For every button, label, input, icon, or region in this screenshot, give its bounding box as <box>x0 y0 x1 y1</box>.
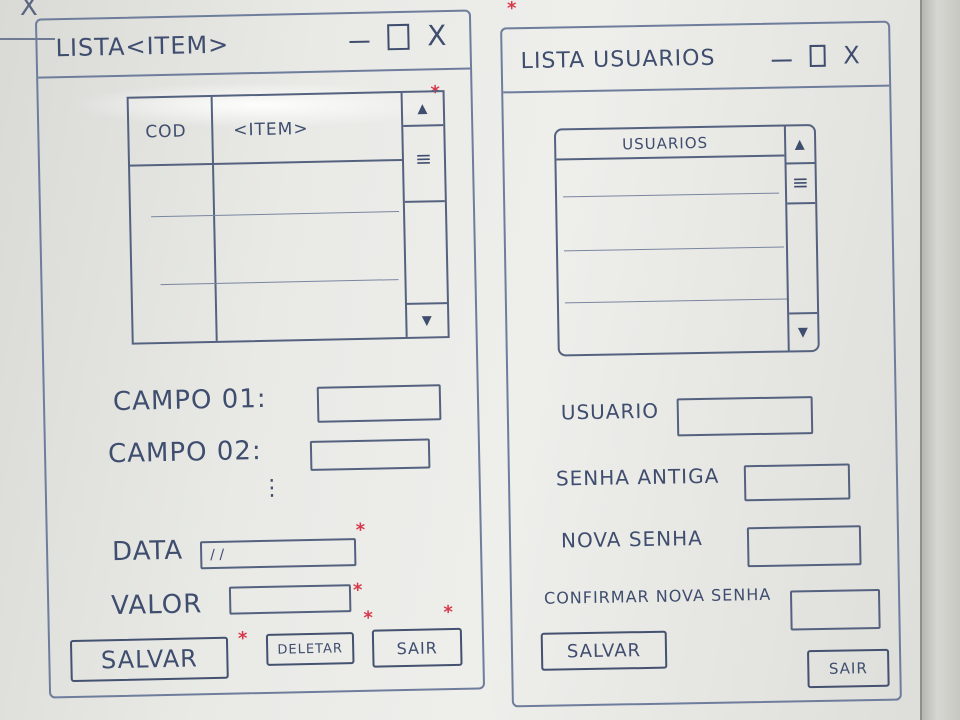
edge-close-icon: X <box>20 0 39 22</box>
window-title: LISTA<ITEM> <box>55 30 230 63</box>
data-label: DATA <box>111 535 184 568</box>
lista-item-window: LISTA<ITEM> X * COD <ITEM> ▲ ≡ ▼ CAMPO 0… <box>34 9 486 699</box>
sair-button[interactable]: SAIR <box>807 648 890 689</box>
annotation-star: * <box>237 628 249 650</box>
maximize-icon[interactable] <box>386 23 410 51</box>
table-header: COD <ITEM> <box>128 92 402 167</box>
scroll-down-icon[interactable]: ▼ <box>406 302 448 337</box>
window-title: LISTA USUARIOS <box>520 45 716 75</box>
scroll-thumb[interactable]: ≡ <box>403 126 445 203</box>
annotation-star: * <box>443 601 455 624</box>
nova-senha-field[interactable] <box>746 525 862 568</box>
scroll-up-icon[interactable]: ▲ <box>785 125 815 165</box>
minimize-icon[interactable] <box>349 40 370 44</box>
table-row[interactable] <box>160 279 399 286</box>
senha-antiga-label: SENHA ANTIGA <box>555 463 720 491</box>
usuario-label: USUARIO <box>560 398 660 425</box>
valor-field[interactable] <box>228 584 352 615</box>
confirmar-nova-senha-label: CONFIRMAR NOVA SENHA <box>543 584 772 608</box>
table-row[interactable] <box>563 192 780 198</box>
item-table[interactable]: COD <ITEM> ▲ ≡ ▼ <box>126 90 450 345</box>
titlebar: LISTA USUARIOS X <box>502 22 890 94</box>
scroll-thumb[interactable]: ≡ <box>786 163 816 205</box>
column-header-cod[interactable]: COD <box>145 121 187 143</box>
vertical-scrollbar[interactable]: ▲ ≡ ▼ <box>783 125 818 351</box>
whiteboard-frame <box>920 0 960 720</box>
more-fields-ellipsis: ⋮ <box>260 475 285 502</box>
usuarios-table[interactable]: USUARIOS ▲ ≡ ▼ <box>553 123 820 357</box>
senha-antiga-field[interactable] <box>743 463 851 502</box>
campo-01-field[interactable] <box>316 384 442 423</box>
annotation-star: * <box>363 607 375 629</box>
vertical-scrollbar[interactable]: ▲ ≡ ▼ <box>400 92 448 337</box>
edge-divider <box>0 38 55 40</box>
annotation-star: * <box>355 519 367 542</box>
window-controls: X <box>349 19 448 53</box>
annotation-star: * <box>352 579 364 602</box>
lista-usuarios-window: LISTA USUARIOS X USUARIOS ▲ ≡ ▼ USUARIO … <box>500 20 902 708</box>
campo-02-field[interactable] <box>309 438 431 471</box>
table-row[interactable] <box>151 211 400 218</box>
sair-button[interactable]: SAIR <box>371 627 463 668</box>
table-header: USUARIOS <box>555 126 785 161</box>
minimize-icon[interactable] <box>771 59 792 62</box>
maximize-icon[interactable] <box>808 44 826 68</box>
scroll-up-icon[interactable]: ▲ <box>402 92 444 127</box>
annotation-star: * <box>507 0 517 19</box>
table-row[interactable] <box>563 246 784 252</box>
salvar-button[interactable]: SALVAR <box>540 630 668 671</box>
valor-label: VALOR <box>110 589 203 622</box>
column-header-usuarios[interactable]: USUARIOS <box>621 133 709 154</box>
data-field[interactable] <box>199 538 357 570</box>
column-header-item[interactable]: <ITEM> <box>233 118 309 141</box>
campo-02-label: CAMPO 02: <box>107 435 262 470</box>
nova-senha-label: NOVA SENHA <box>560 525 704 553</box>
titlebar: LISTA<ITEM> X <box>36 11 471 79</box>
campo-01-label: CAMPO 01: <box>112 383 267 418</box>
close-icon[interactable]: X <box>426 19 448 53</box>
table-row[interactable] <box>564 298 789 304</box>
scroll-down-icon[interactable]: ▼ <box>789 311 818 351</box>
usuario-field[interactable] <box>676 396 814 437</box>
confirmar-nova-senha-field[interactable] <box>789 588 881 631</box>
close-icon[interactable]: X <box>842 41 861 70</box>
light-glare <box>70 82 450 128</box>
deletar-button[interactable]: DELETAR <box>265 632 355 666</box>
salvar-button[interactable]: SALVAR <box>69 636 229 683</box>
window-controls: X <box>771 41 861 71</box>
